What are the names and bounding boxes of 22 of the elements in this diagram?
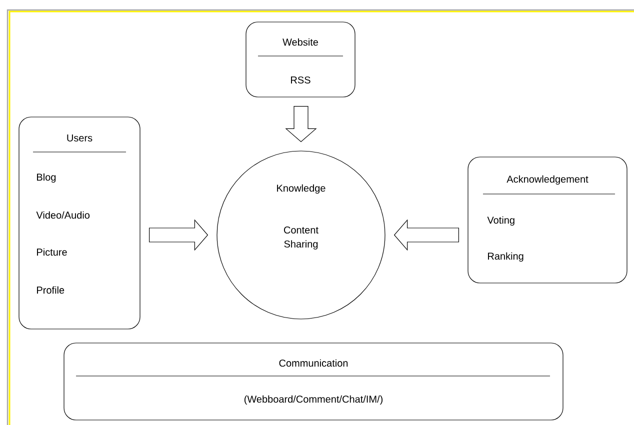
box-text: RSS (291, 76, 310, 84)
block-arrow (394, 219, 459, 251)
block-arrow (149, 219, 208, 251)
list-item: Blog (37, 173, 56, 183)
rounded-box (246, 22, 356, 98)
box-heading: Website (282, 38, 318, 46)
box-heading: Users (67, 134, 92, 142)
circle-text: Content Sharing (284, 226, 318, 250)
box-text: (Webboard/Comment/Chat/IM/) (244, 395, 383, 405)
list-item: Ranking (488, 252, 524, 262)
list-item: Picture (37, 248, 67, 256)
list-item: Profile (37, 286, 64, 294)
box-heading: Communication (279, 359, 348, 367)
list-item: Video/Audio (36, 211, 90, 219)
circle-shape (216, 150, 386, 320)
box-heading: Acknowledgement (506, 175, 588, 185)
rounded-box (64, 342, 564, 420)
block-arrow (285, 106, 317, 142)
circle-text: Knowledge (277, 184, 326, 194)
list-item: Voting (487, 216, 514, 226)
rounded-box (18, 116, 140, 330)
rounded-box (468, 156, 628, 284)
